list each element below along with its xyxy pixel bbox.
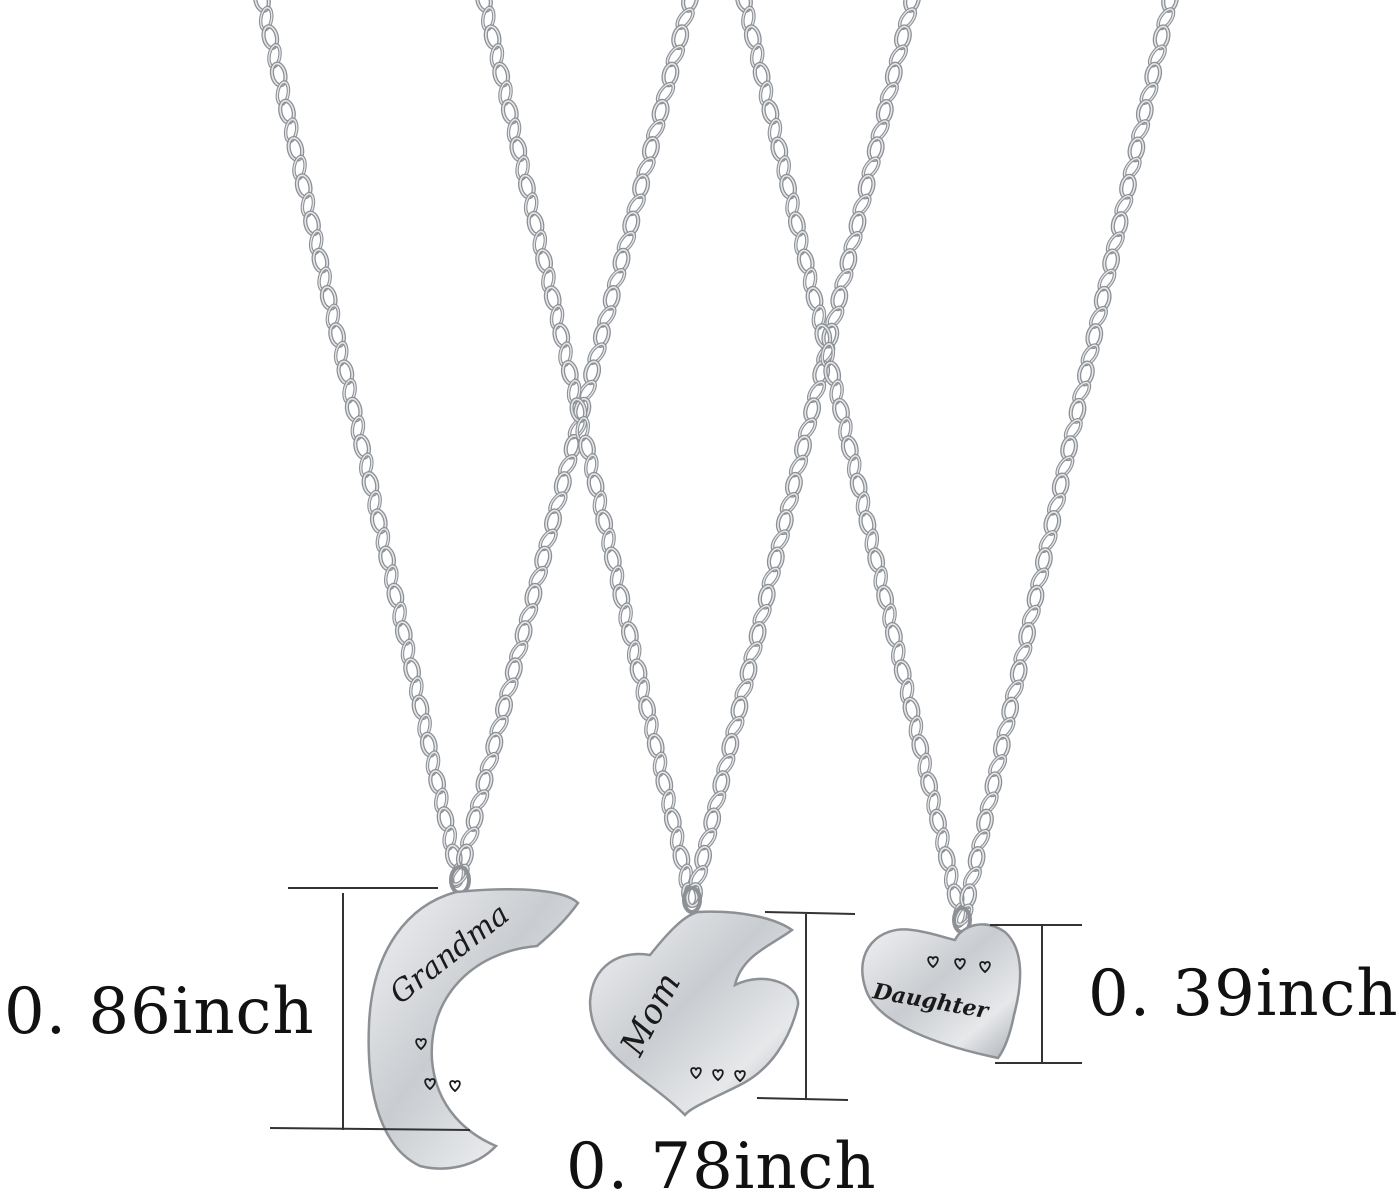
chains bbox=[253, 0, 1179, 930]
chain-daughter-left bbox=[735, 0, 967, 927]
chain-mom-left bbox=[475, 0, 699, 907]
mom-dimension-label: 0. 78inch bbox=[566, 1130, 877, 1204]
heart-icon bbox=[449, 1080, 461, 1092]
necklace-set-illustration: Grandma Mom Daughter bbox=[0, 0, 1371, 1170]
mom-dim-top bbox=[764, 911, 856, 915]
chain-daughter-right bbox=[951, 0, 1178, 930]
chain-grandma-left bbox=[253, 0, 465, 887]
daughter-dimension-label: 0. 39inch bbox=[1088, 957, 1399, 1031]
grandma-pendant: Grandma bbox=[367, 865, 580, 1170]
dimension-lines bbox=[269, 887, 1082, 1131]
chain-mom-right bbox=[685, 0, 921, 907]
mom-pendant: Mom bbox=[588, 886, 800, 1117]
mom-dim-bottom bbox=[756, 1097, 849, 1101]
daughter-pendant: Daughter bbox=[861, 906, 1022, 1060]
grandma-dimension-label: 0. 86inch bbox=[4, 975, 315, 1049]
grandma-dim-bottom bbox=[269, 1127, 471, 1131]
